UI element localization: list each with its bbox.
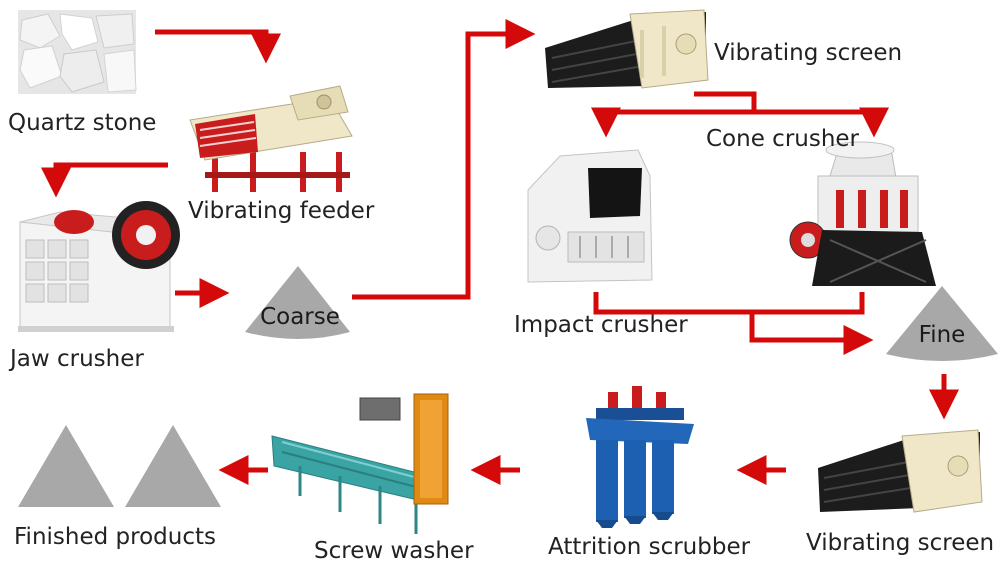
label-screw-washer: Screw washer (314, 538, 474, 564)
arrow-cone-to-fine (752, 292, 865, 315)
label-impact-crusher: Impact crusher (514, 312, 688, 338)
label-vibrating-feeder: Vibrating feeder (188, 198, 375, 224)
label-jaw-crusher: Jaw crusher (10, 346, 144, 372)
vibrating-screen-bottom-image (818, 429, 983, 513)
finished-product-pile-1 (18, 425, 114, 507)
impact-crusher-image (527, 149, 653, 283)
finished-products-piles (18, 425, 221, 507)
quartz-stone-image (18, 10, 137, 94)
fine-label: Fine (919, 322, 966, 348)
flow-arrows (41, 19, 959, 485)
label-finished-products: Finished products (14, 524, 216, 550)
coarse-label: Coarse (260, 304, 340, 330)
vibrating-feeder-image (189, 85, 353, 192)
finished-product-pile-2 (125, 425, 221, 507)
screw-washer-image (271, 393, 449, 534)
arrow-coarse-to-screen (352, 19, 536, 300)
label-cone-crusher: Cone crusher (706, 126, 860, 152)
arrow-feeder-to-jaw (41, 162, 168, 198)
vibrating-screen-top-image (545, 9, 709, 89)
label-vibrating-screen-top: Vibrating screen (714, 40, 903, 66)
label-attrition-scrubber: Attrition scrubber (548, 534, 751, 560)
arrow-screen-split (694, 91, 757, 112)
coarse-pile: Coarse (245, 266, 350, 339)
label-vibrating-screen-bottom: Vibrating screen (806, 530, 995, 556)
label-quartz-stone: Quartz stone (8, 110, 157, 136)
arrow-quartz-to-feeder (155, 29, 281, 64)
fine-pile: Fine (886, 286, 998, 361)
arrow-screen-to-impact (591, 107, 874, 138)
jaw-crusher-image (18, 201, 180, 332)
attrition-scrubber-image (586, 386, 694, 528)
cone-crusher-image (789, 141, 936, 286)
